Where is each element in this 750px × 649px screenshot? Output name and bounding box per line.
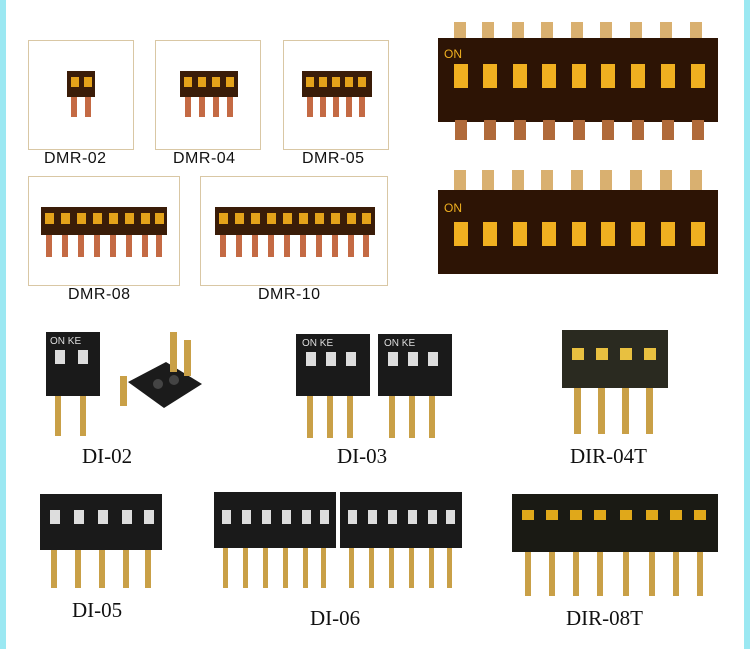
dmr-05-box	[283, 40, 389, 150]
large-amber-switch-top: ON	[438, 22, 718, 140]
dmr-10-label: DMR-10	[258, 286, 321, 303]
large-amber-switch-bottom: ON	[438, 170, 718, 274]
on-marking: ON	[444, 47, 462, 61]
on-marking: ON	[444, 201, 462, 215]
dmr-05-label: DMR-05	[302, 150, 365, 167]
dmr-04-switch	[180, 71, 238, 117]
dmr-08-box	[28, 176, 180, 286]
dmr-10-box	[200, 176, 388, 286]
di-05-label: DI-05	[72, 598, 123, 622]
di-06-label: DI-06	[310, 606, 361, 630]
dmr-10-switch	[215, 207, 375, 257]
dmr-04-label: DMR-04	[173, 150, 236, 167]
dmr-05-switch	[302, 71, 372, 117]
di-06-switch	[214, 492, 462, 588]
dir-08t-switch	[512, 494, 718, 596]
di-03-label: DI-03	[337, 444, 388, 468]
dmr-08-switch	[41, 207, 167, 257]
di-02-switch: ON KE	[46, 332, 202, 436]
dmr-08-label: DMR-08	[68, 286, 131, 303]
svg-text:ON KE: ON KE	[50, 336, 81, 347]
di-05-switch	[40, 494, 162, 588]
dir-04t-label: DIR-04T	[570, 444, 647, 468]
svg-text:ON KE: ON KE	[384, 338, 415, 349]
dmr-02-label: DMR-02	[44, 150, 107, 167]
di-03-switch: ON KE ON KE	[296, 334, 452, 438]
dmr-02-switch	[67, 71, 95, 117]
di-02-label: DI-02	[82, 444, 133, 468]
dmr-04-box	[155, 40, 261, 150]
dmr-02-box	[28, 40, 134, 150]
svg-text:ON KE: ON KE	[302, 338, 333, 349]
dir-08t-label: DIR-08T	[566, 606, 643, 630]
dir-04t-switch	[562, 330, 668, 434]
